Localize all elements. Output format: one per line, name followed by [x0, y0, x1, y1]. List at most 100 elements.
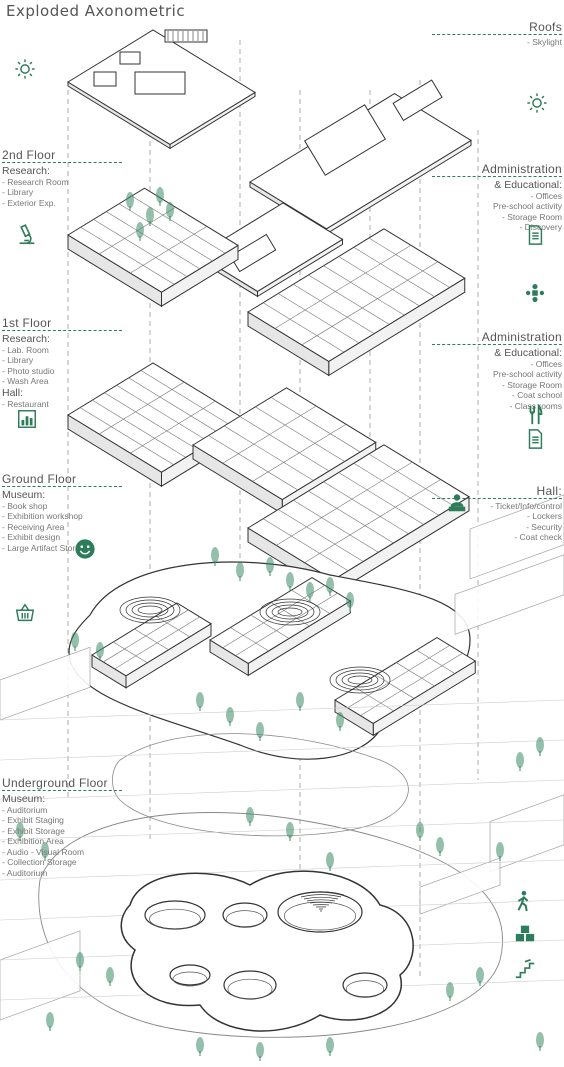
ramp-ring	[335, 669, 385, 691]
ground-block-1-wall	[114, 616, 200, 670]
ramp-ring	[131, 602, 169, 618]
roof-opening	[119, 51, 141, 65]
legend-item: - Library	[2, 187, 34, 197]
ramp-ring	[265, 601, 315, 623]
auditorium-seating	[300, 894, 342, 898]
floor-1-right-wall	[262, 518, 349, 572]
legend-rule	[2, 789, 122, 791]
tree	[126, 192, 134, 208]
ramp-ring	[271, 604, 309, 620]
sun-icon	[14, 58, 36, 80]
ramp-ring	[277, 607, 303, 617]
tree	[96, 642, 104, 658]
street-line	[0, 779, 564, 801]
floor-2-right-wall	[323, 265, 405, 316]
context-building	[454, 554, 564, 635]
skylight	[304, 104, 386, 176]
floor-1-left-wall	[99, 381, 185, 435]
legend-item: - Exhibition Area	[2, 836, 64, 846]
legend-item: - Skylight	[527, 36, 562, 47]
ramp-ring	[259, 598, 321, 626]
legend-heading: Roofs	[529, 20, 562, 34]
tree	[416, 822, 424, 838]
floor-2-right-wall	[353, 247, 435, 297]
floor-2-left-wall	[130, 226, 207, 274]
legend-item: - Exhibit Storage	[2, 825, 65, 836]
tree	[16, 822, 24, 838]
legend-item: - Exterior Exp.	[2, 197, 56, 208]
floor-1-middle-wall	[208, 435, 298, 491]
legend-heading: Administration	[481, 162, 562, 176]
legend-item: - Exhibit Staging	[2, 815, 64, 825]
ground-block-3-wall	[416, 649, 456, 674]
legend-rule	[432, 343, 562, 345]
legend-item: - Research Room	[2, 176, 69, 187]
legend-item: Pre-school activity	[493, 369, 562, 379]
floor-2-right-wall	[274, 245, 412, 329]
tree	[226, 707, 234, 723]
tree	[41, 842, 49, 858]
auditorium-seating	[306, 899, 336, 902]
ground-block-2-wall	[291, 589, 331, 614]
auditorium-seating	[309, 901, 333, 904]
floor-1-left-wall	[92, 399, 186, 458]
legend-item: Pre-school activity	[493, 201, 562, 211]
tree	[326, 1037, 334, 1053]
ramp-ring	[119, 596, 181, 624]
floor-1-right-wall	[293, 500, 379, 553]
floor-1-left-wall	[79, 407, 174, 466]
tree	[71, 632, 79, 648]
legend-subheading: Museum:	[2, 488, 46, 501]
legend-item: - Coat check	[514, 532, 562, 542]
street-line	[0, 739, 564, 761]
legend-item: - Book shop	[2, 500, 48, 511]
floor-1-right-wall	[353, 463, 439, 516]
legend-item: - Wash Area	[2, 376, 49, 386]
legend-admin-second: Administration & Educational: - Offices …	[432, 162, 563, 233]
ground-block-1-wall	[113, 641, 148, 664]
legend-roofs: Roofs - Skylight	[432, 20, 562, 47]
underground-room-wall	[345, 980, 385, 998]
tree	[156, 187, 164, 203]
tree	[236, 562, 244, 578]
legend-item: - Discovery	[519, 222, 562, 232]
ground-block-3	[334, 637, 477, 724]
floor-1-middle-wall	[239, 416, 330, 472]
legend-item: - Large Artifact Storage	[2, 542, 90, 553]
context-building	[469, 494, 564, 580]
document-icon	[524, 428, 546, 450]
tree	[266, 557, 274, 573]
floor-1-right-wall	[338, 472, 424, 525]
floor-1-left-wall	[104, 392, 199, 451]
floor-2-right-wall	[301, 261, 438, 346]
legend-second-floor: 2nd Floor Research: - Research Room - Li…	[2, 149, 122, 208]
floor-1-middle-wall	[270, 397, 361, 453]
legend-item: - Auditorium	[2, 804, 48, 815]
floor-1-right-wall	[276, 461, 413, 546]
tree	[256, 722, 264, 738]
floor-1-middle-wall	[224, 425, 314, 481]
ground-block-1-wall	[134, 628, 169, 651]
page-title: Exploded Axonometric	[6, 2, 186, 20]
smile-icon	[74, 538, 96, 560]
floor-2-right-wall	[368, 237, 450, 288]
underground-room-wall	[149, 908, 201, 930]
stairs-icon	[514, 958, 536, 980]
walker-icon	[512, 890, 534, 912]
legend-heading: Administration	[481, 330, 562, 344]
legend-item: - Exhibit design	[2, 532, 61, 542]
tree	[536, 737, 544, 753]
site-outline	[38, 812, 503, 1038]
tree	[536, 1032, 544, 1048]
legend-heading: Underground Floor	[2, 776, 108, 790]
legend-first-floor: 1st Floor Research: - Lab. Room - Librar…	[2, 317, 122, 409]
legend-item: - Offices	[530, 190, 563, 201]
tree	[136, 222, 144, 238]
tree	[286, 822, 294, 838]
floor-1-middle-wall	[255, 406, 345, 462]
legend-hall: Hall: - Ticket/Info/control - Lockers - …	[432, 485, 562, 543]
ground-block-3-wall	[396, 662, 435, 687]
floor-2-right-wall	[308, 274, 390, 325]
ground-block-3-wall	[355, 687, 394, 712]
underground-room	[169, 964, 211, 986]
